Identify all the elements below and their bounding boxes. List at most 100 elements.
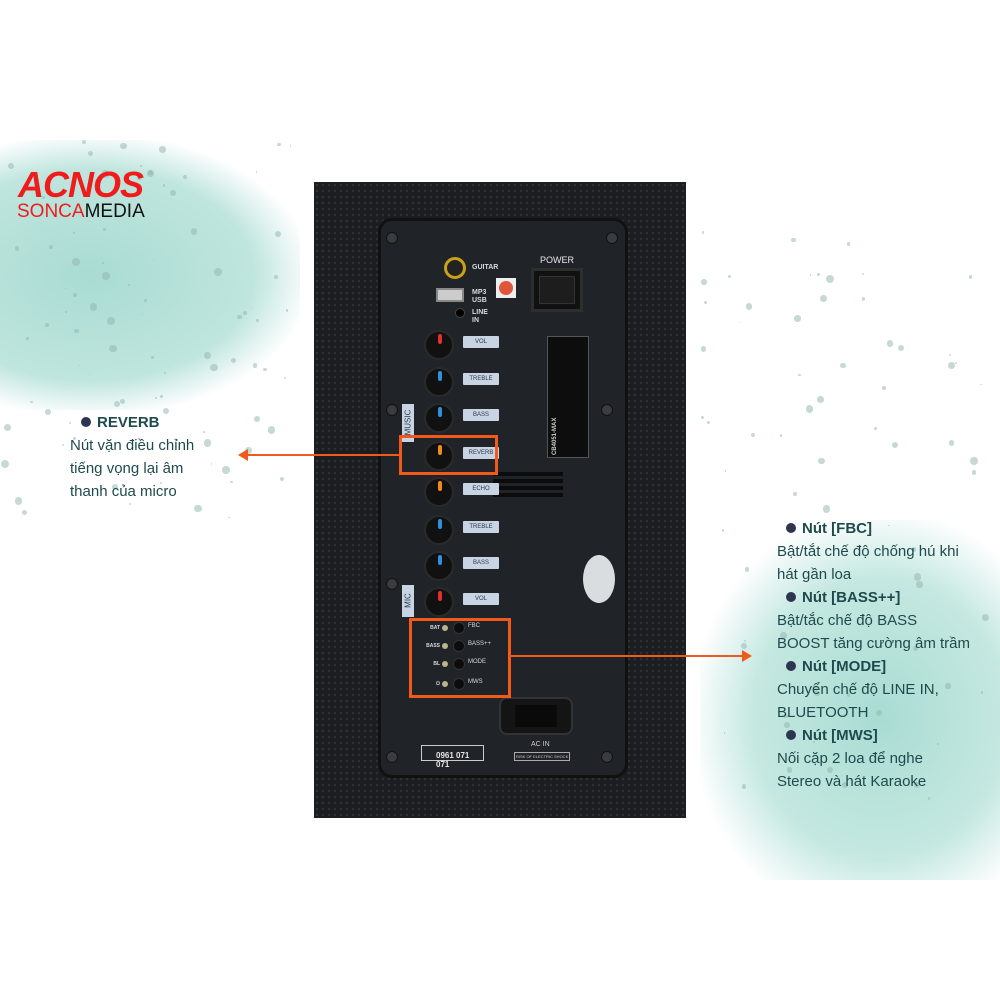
mic-section-label: MIC xyxy=(402,585,414,617)
vent-grille xyxy=(493,472,563,500)
splatter-dot xyxy=(140,165,142,168)
button-fbc[interactable] xyxy=(453,622,465,634)
knob-vol[interactable] xyxy=(424,587,454,617)
splatter-dot xyxy=(127,283,130,286)
button-mws[interactable] xyxy=(453,678,465,690)
splatter-dot xyxy=(818,457,825,465)
spec-label: CB4051-MAX xyxy=(547,336,589,458)
splatter-dot xyxy=(159,146,166,153)
splatter-dot xyxy=(927,796,931,800)
callout-description: Chuyển chế độ LINE IN, xyxy=(777,681,939,698)
guitar-jack[interactable] xyxy=(444,257,466,279)
status-led xyxy=(442,681,448,687)
screw-icon xyxy=(606,232,618,244)
button-label: BASS++ xyxy=(468,641,492,647)
splatter-dot xyxy=(72,292,78,298)
usb-port[interactable] xyxy=(436,288,464,302)
splatter-dot xyxy=(814,690,821,697)
splatter-dot xyxy=(826,767,833,774)
mic-label-text: MIC xyxy=(403,593,413,608)
splatter-dot xyxy=(95,178,100,183)
splatter-dot xyxy=(822,505,831,513)
splatter-dot xyxy=(101,170,109,178)
splatter-dot xyxy=(912,645,919,651)
splatter-dot xyxy=(861,296,866,301)
splatter-dot xyxy=(61,443,64,446)
splatter-dot xyxy=(275,231,282,238)
splatter-dot xyxy=(805,405,814,413)
line-in-jack[interactable] xyxy=(455,308,465,318)
splatter-dot xyxy=(809,273,812,276)
callout-title: Nút [FBC] xyxy=(777,517,995,540)
callout-title-text: Nút [BASS++] xyxy=(802,589,901,606)
button-mode[interactable] xyxy=(453,658,465,670)
ac-power-socket[interactable] xyxy=(499,697,573,735)
splatter-dot xyxy=(704,300,708,304)
splatter-dot xyxy=(750,433,755,438)
button-bassplusplus[interactable] xyxy=(453,640,465,652)
splatter-dot xyxy=(971,470,977,475)
button-label: FBC xyxy=(468,623,480,629)
splatter-dot xyxy=(891,441,898,448)
splatter-dot xyxy=(228,516,231,519)
screw-icon xyxy=(601,751,613,763)
splatter-dot xyxy=(945,683,951,689)
reverb-arrow xyxy=(246,454,399,456)
splatter-dot xyxy=(194,505,202,513)
knob-treble[interactable] xyxy=(424,515,454,545)
splatter-dot xyxy=(948,439,955,446)
splatter-dot xyxy=(728,274,732,278)
knob-treble[interactable] xyxy=(424,367,454,397)
splatter-dot xyxy=(842,781,848,788)
splatter-dot xyxy=(968,275,973,279)
splatter-dot xyxy=(936,742,939,745)
splatter-dot xyxy=(791,237,796,243)
splatter-dot xyxy=(897,344,904,351)
callout-title-text: Nút [MODE] xyxy=(802,658,887,675)
splatter-dot xyxy=(846,693,851,697)
hologram-sticker xyxy=(583,555,615,603)
knob-echo[interactable] xyxy=(424,477,454,507)
splatter-dot xyxy=(283,376,287,380)
splatter-dot xyxy=(794,315,801,322)
led-label: BL xyxy=(433,661,440,667)
bullet-icon xyxy=(786,523,796,533)
usb-label: MP3 USB xyxy=(472,289,487,304)
knob-label: TREBLE xyxy=(463,373,499,385)
splatter-dot xyxy=(243,311,248,316)
splatter-dot xyxy=(26,337,29,341)
splatter-dot xyxy=(107,317,115,326)
knob-label: BASS xyxy=(463,557,499,569)
splatter-dot xyxy=(792,491,798,497)
knob-reverb[interactable] xyxy=(424,441,454,471)
splatter-dot xyxy=(947,362,955,370)
splatter-dot xyxy=(888,524,890,527)
knob-indicator xyxy=(438,371,442,381)
splatter-dot xyxy=(861,272,865,275)
splatter-dot xyxy=(700,346,707,352)
splatter-dot xyxy=(120,143,127,150)
splatter-dot xyxy=(190,228,197,235)
splatter-dot xyxy=(64,311,67,313)
splatter-dot xyxy=(724,470,727,472)
splatter-dot xyxy=(745,567,750,572)
knob-label: TREBLE xyxy=(463,521,499,533)
arrow-head-icon xyxy=(742,650,752,662)
splatter-dot xyxy=(131,427,133,430)
splatter-dot xyxy=(970,457,978,465)
splatter-dot xyxy=(949,354,952,357)
splatter-dot xyxy=(74,328,80,334)
knob-vol[interactable] xyxy=(424,330,454,360)
splatter-dot xyxy=(0,459,9,468)
splatter-dot xyxy=(209,363,218,372)
led-label: ⏻ xyxy=(436,681,440,687)
splatter-dot xyxy=(873,426,877,431)
splatter-dot xyxy=(911,546,917,552)
knob-bass[interactable] xyxy=(424,403,454,433)
splatter-dot xyxy=(743,639,747,642)
splatter-dot xyxy=(102,271,110,280)
knob-label: VOL xyxy=(463,336,499,348)
knob-bass[interactable] xyxy=(424,551,454,581)
power-switch[interactable] xyxy=(531,268,583,312)
splatter-dot xyxy=(71,186,75,190)
